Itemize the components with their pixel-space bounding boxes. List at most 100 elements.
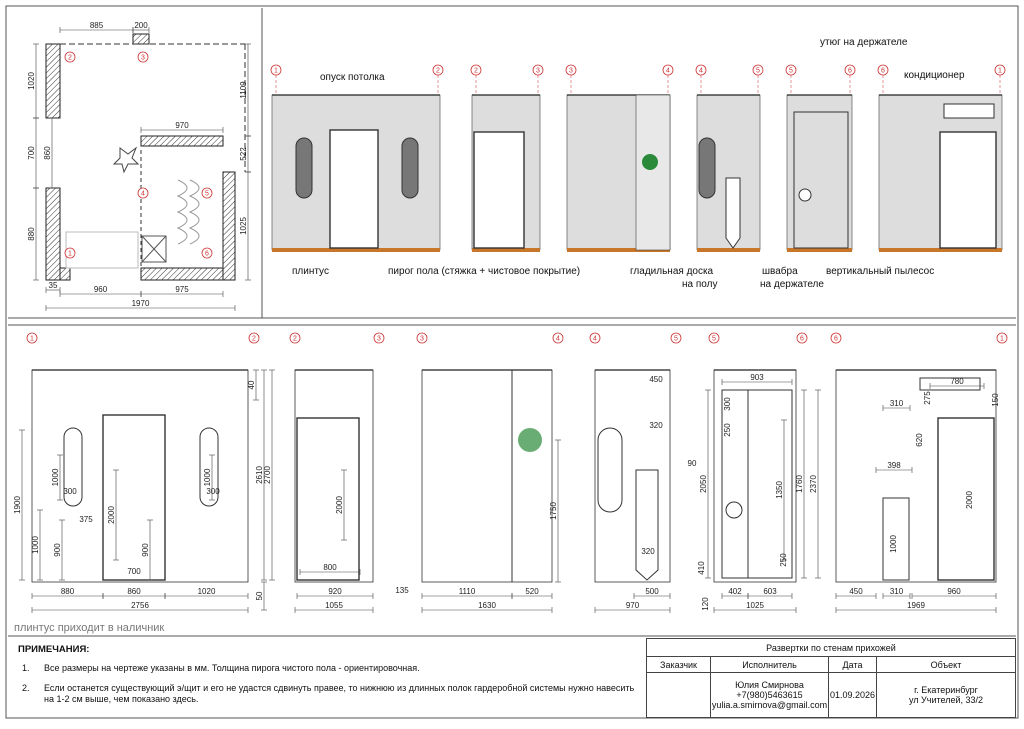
dimension-label: 35: [49, 281, 58, 290]
dimension-label: 975: [175, 285, 189, 294]
ironing-board: [635, 469, 659, 581]
axis-label: 2: [293, 336, 297, 343]
axis-label: 1: [1000, 336, 1004, 343]
callout-mop: швабра: [762, 266, 798, 277]
dimension-label: 700: [27, 146, 36, 160]
floor-layer: [879, 248, 1002, 252]
note-item: 2. Если останется существующий э/щит и е…: [22, 683, 635, 704]
axis-marker: [64, 51, 76, 63]
dimension-label: 150: [991, 393, 1000, 407]
dimension-label: 1000: [203, 468, 212, 486]
axis-marker: [64, 247, 76, 259]
axis-marker: [552, 332, 564, 344]
dimension-label: 1900: [13, 496, 22, 514]
dimension-label: 410: [697, 561, 706, 575]
dimension-label: 920: [328, 587, 342, 596]
door: [473, 131, 525, 249]
dimension-label: 603: [763, 587, 777, 596]
ironing-board: [725, 177, 741, 249]
sheet-frame: [5, 5, 1019, 719]
axis-label: 6: [834, 336, 838, 343]
dimension-label: 2756: [131, 601, 149, 610]
dimension-label: 2610: [255, 466, 264, 484]
axis-label: 3: [536, 68, 540, 75]
mirror: [401, 137, 419, 199]
notes-title: ПРИМЕЧАНИЯ:: [18, 644, 90, 655]
wall: [835, 369, 997, 583]
dimension-label: 860: [127, 587, 141, 596]
date-value: 01.09.2026: [829, 673, 877, 717]
dimension-label: 1020: [27, 72, 36, 90]
vacuum-cabinet: [882, 497, 910, 581]
dimension-label: 970: [626, 601, 640, 610]
dimension-label: 1025: [746, 601, 764, 610]
wardrobe: [721, 389, 793, 579]
wall: [786, 94, 853, 251]
dimension-label: 120: [701, 597, 710, 611]
vacuum: [798, 188, 812, 202]
door: [102, 414, 166, 581]
dimension-label: 700: [127, 567, 141, 576]
floor-layer: [697, 248, 760, 252]
header-date: Дата: [829, 657, 877, 672]
floor-layer: [272, 248, 440, 252]
axis-marker: [137, 51, 149, 63]
dimension-label: 500: [645, 587, 659, 596]
dimension-label: 1000: [51, 468, 60, 486]
dimension-label: 1970: [132, 299, 150, 308]
axis-label: 1: [68, 251, 72, 258]
floor-layer: [787, 248, 852, 252]
axis-marker: [248, 332, 260, 344]
dimension-label: 90: [688, 459, 697, 468]
dimension-label: 300: [723, 397, 732, 411]
axis-label: 2: [252, 336, 256, 343]
axis-label: 6: [848, 68, 852, 75]
callout-ironing: гладильная доска: [630, 266, 714, 277]
vacuum: [725, 501, 743, 519]
callout-ironing-2: на полу: [682, 279, 718, 290]
dimension-label: 2000: [335, 496, 344, 514]
object-value: г. Екатеринбург ул Учителей, 33/2: [908, 685, 984, 705]
header-object: Объект: [930, 659, 962, 670]
door: [939, 131, 997, 249]
axis-marker: [830, 332, 842, 344]
plant: [642, 154, 658, 170]
air-conditioner: [919, 377, 981, 391]
axis-label: 1: [998, 68, 1002, 75]
dimension-label: 2370: [809, 475, 818, 493]
axis-label: 3: [377, 336, 381, 343]
dimension-label: 2700: [263, 466, 272, 484]
dimension-label: 885: [90, 21, 104, 30]
dimension-label: 1110: [459, 587, 476, 596]
callout-ac: кондиционер: [904, 70, 965, 81]
dimension-label: 250: [779, 553, 788, 567]
axis-marker: [289, 332, 301, 344]
dimension-label: 320: [649, 421, 663, 430]
dimension-label: 960: [94, 285, 108, 294]
dimension-label: 250: [723, 423, 732, 437]
customer-value: [647, 673, 711, 717]
dimension-label: 320: [641, 547, 655, 556]
dimension-label: 1055: [325, 601, 343, 610]
axis-label: 5: [756, 68, 760, 75]
dimension-label: 522: [239, 147, 248, 161]
wall-niche: [635, 94, 671, 251]
axis-label: 5: [674, 336, 678, 343]
door: [937, 417, 995, 581]
callout-floor: пирог пола (стяжка + чистовое покрытие): [388, 266, 581, 277]
axis-label: 5: [789, 68, 793, 75]
dimension-label: 450: [849, 587, 863, 596]
callout-mop-2: на держателе: [760, 279, 824, 290]
dimension-label: 275: [923, 391, 932, 405]
axis-marker: [373, 332, 385, 344]
callout-ceiling: опуск потолка: [320, 72, 385, 83]
axis-label: 5: [205, 191, 209, 198]
dimension-label: 450: [649, 375, 663, 384]
